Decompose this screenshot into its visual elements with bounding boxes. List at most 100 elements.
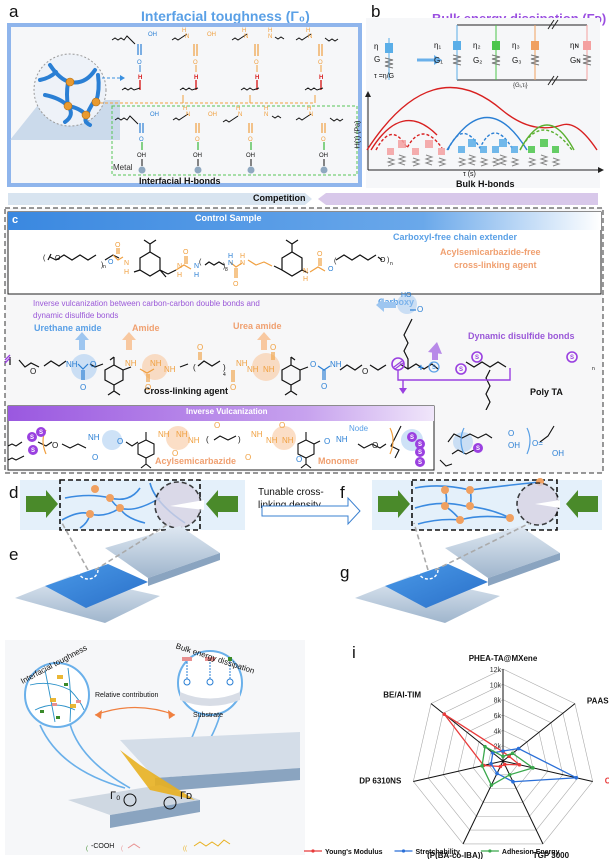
panel-d-letter: d: [9, 483, 19, 502]
svg-text:): ): [238, 435, 241, 444]
radar-tick-label: 12k: [490, 667, 502, 674]
svg-text:O: O: [233, 281, 239, 288]
panel-c-letter: c: [12, 214, 19, 226]
label-acylsemicarbazide: Acylsemicarbazide: [155, 456, 237, 466]
radar-point: [511, 779, 515, 784]
single-g-label: G: [374, 55, 381, 64]
radar-point: [495, 771, 499, 776]
device-g: [355, 522, 560, 623]
svg-text:O: O: [92, 453, 98, 462]
svg-text:S: S: [476, 446, 480, 452]
svg-text:O: O: [183, 249, 189, 256]
radar-point: [574, 775, 579, 780]
svg-text:S: S: [30, 435, 34, 441]
radar-tick-label: 10k: [490, 682, 502, 689]
svg-text:O: O: [362, 367, 368, 376]
svg-text:O: O: [115, 242, 121, 249]
metal-label: Metal: [113, 163, 133, 172]
svg-text:): ): [223, 263, 225, 270]
svg-text:): ): [223, 363, 226, 372]
compress-arrow-right-d: [206, 490, 238, 518]
gammad-label: Γᴅ: [180, 790, 193, 802]
svg-text:O: O: [90, 360, 96, 369]
svg-text:S: S: [570, 355, 574, 361]
svg-text:S: S: [432, 365, 436, 371]
svg-text:H: H: [306, 28, 310, 34]
radar-spoke: [502, 703, 576, 762]
ladder-breaks: [547, 19, 559, 86]
svg-text:OH: OH: [208, 112, 217, 118]
svg-text:S: S: [39, 430, 43, 436]
panel-f-letter: f: [340, 483, 345, 502]
svg-text:): ): [387, 257, 389, 264]
svg-text:): ): [101, 262, 103, 269]
legend-marker: [311, 849, 315, 853]
label-amide: Amide: [132, 323, 160, 333]
svg-text:N: N: [309, 112, 313, 118]
svg-text:NH: NH: [158, 430, 170, 439]
svg-text:O: O: [30, 367, 36, 376]
label-urethane-amide: Urethane amide: [34, 323, 102, 333]
svg-text:N: N: [264, 112, 268, 118]
device-e: [15, 522, 220, 623]
panel-b-diagram: [365, 18, 604, 188]
cooh-glyph: (: [86, 846, 88, 852]
svg-text:O: O: [172, 449, 178, 458]
inverse-note-1: Inverse vulcanization between carbon-car…: [33, 299, 260, 308]
svg-text:N: N: [303, 268, 308, 275]
panel-e-letter: e: [9, 545, 19, 564]
label-disulfide: Dynamic disulfide bonds: [468, 331, 575, 341]
svg-text:NH: NH: [282, 436, 294, 445]
element-set-label: {Gᵢ,τᵢ}: [513, 83, 528, 89]
radar-point: [501, 749, 505, 753]
svg-text:O: O: [137, 60, 142, 66]
legend-marker: [488, 849, 492, 853]
svg-text:O: O: [279, 421, 285, 430]
bulk-arrow: [318, 193, 598, 205]
svg-text:O: O: [248, 137, 253, 143]
competition-label: Competition: [253, 193, 306, 203]
svg-text:O: O: [230, 383, 236, 392]
svg-text:OH: OH: [207, 32, 216, 38]
control-header-bar: [8, 212, 601, 230]
svg-text:n: n: [390, 261, 393, 267]
element-2-g: G₂: [473, 56, 483, 65]
svg-text:S: S: [459, 367, 463, 373]
element-3-g: G₃: [512, 56, 522, 65]
element-3-eta: η₃: [512, 41, 520, 50]
svg-text:H: H: [138, 75, 142, 81]
crack-d: [170, 500, 204, 510]
svg-text:O: O: [508, 429, 514, 438]
svg-text:O: O: [328, 266, 334, 273]
radar-axis-label: PHEA-TA@MXene: [469, 654, 538, 663]
panel-c-frame: [4, 207, 604, 474]
compress-arrow-left-d: [26, 490, 58, 518]
svg-text:O: O: [324, 437, 330, 446]
radar-point: [489, 783, 494, 787]
svg-text:(: (: [334, 258, 337, 265]
svg-text:S: S: [418, 442, 422, 448]
svg-text:O: O: [145, 383, 151, 392]
svg-text:(: (: [206, 435, 209, 444]
svg-text:+: +: [418, 363, 424, 374]
interfacial-box: [111, 105, 358, 176]
panel-a-diagram: OH O H H N OH O H H N H N O H H N: [7, 23, 362, 187]
radar-series-line: [481, 745, 535, 787]
panel-i-letter: i: [352, 643, 356, 662]
svg-text:O: O: [52, 441, 58, 450]
svg-text:N: N: [244, 34, 248, 40]
radar-axis-label: BE/AI-TIM: [383, 691, 421, 700]
svg-text:OH: OH: [150, 112, 159, 118]
svg-text:NH: NH: [247, 365, 259, 374]
svg-text:NH: NH: [176, 430, 188, 439]
radar-point: [507, 773, 512, 777]
svg-text:O: O: [195, 137, 200, 143]
interfacial-hbonds-label: Interfacial H-bonds: [139, 176, 221, 186]
radar-point: [498, 764, 503, 769]
inverse-sulfur-atoms: [27, 427, 483, 467]
svg-text:H: H: [236, 106, 240, 112]
svg-text:N: N: [124, 260, 129, 267]
svg-text:OH: OH: [319, 153, 328, 159]
radar-spoke: [413, 760, 504, 782]
svg-text:H: H: [177, 272, 182, 279]
